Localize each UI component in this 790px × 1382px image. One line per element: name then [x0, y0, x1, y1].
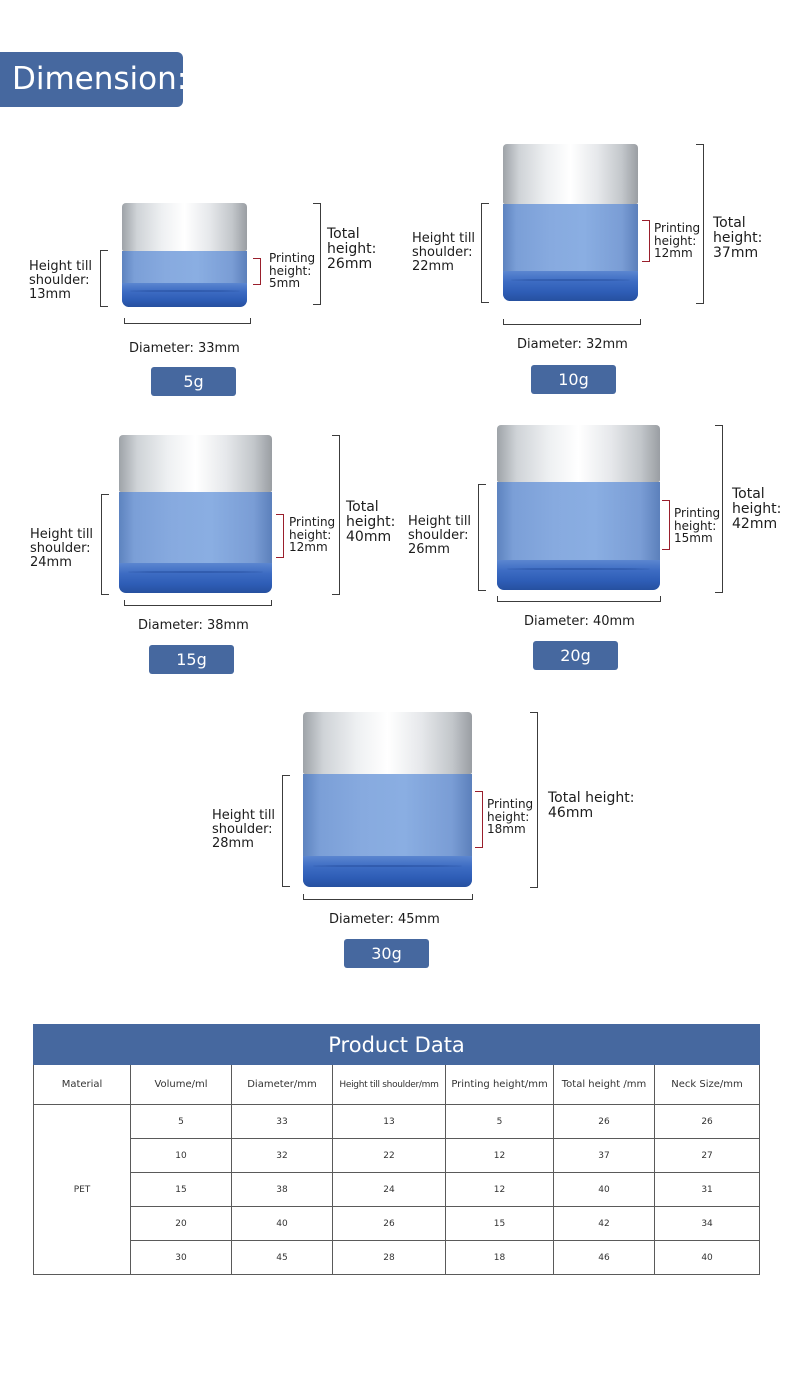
table-cell: 32 — [231, 1138, 333, 1173]
jar-30g-image — [303, 712, 472, 887]
table-row: 20 40 26 15 42 34 — [34, 1206, 761, 1241]
printing-bracket — [475, 791, 483, 848]
table-header-row: Material Volume/ml Diameter/mm Height ti… — [33, 1064, 761, 1105]
section-title: Dimension: — [0, 52, 187, 107]
jar-5g-image — [122, 203, 247, 307]
shoulder-bracket — [282, 775, 290, 887]
diameter-label: Diameter: 40mm — [524, 614, 635, 629]
weight-badge: 30g — [344, 939, 429, 968]
table-cell: 31 — [653, 1172, 761, 1207]
table-cell: 46 — [553, 1240, 655, 1275]
table-cell: 26 — [553, 1104, 655, 1139]
shoulder-label: Height till shoulder: 24mm — [30, 527, 94, 570]
shoulder-bracket — [478, 484, 486, 591]
table-cell: 18 — [445, 1240, 554, 1275]
shoulder-label: Height till shoulder: 26mm — [408, 514, 472, 557]
shoulder-label: Height till shoulder: 28mm — [212, 808, 276, 851]
table-cell: 15 — [445, 1206, 554, 1241]
table-cell: 28 — [332, 1240, 446, 1275]
table-cell: 34 — [653, 1206, 761, 1241]
printing-label: Printing height: 18mm — [487, 797, 534, 836]
table-cell: 38 — [231, 1172, 333, 1207]
total-bracket — [313, 203, 321, 305]
table-cell: 22 — [332, 1138, 446, 1173]
table-cell: 40 — [231, 1206, 333, 1241]
jar-15g-image — [119, 435, 272, 593]
table-cell: 5 — [445, 1104, 554, 1139]
shoulder-bracket — [101, 494, 109, 595]
table-cell: 24 — [332, 1172, 446, 1207]
table-cell: 42 — [553, 1206, 655, 1241]
table-cell: 45 — [231, 1240, 333, 1275]
total-bracket — [530, 712, 538, 888]
table-cell: 10 — [130, 1138, 232, 1173]
table-cell: 40 — [553, 1172, 655, 1207]
total-label: Total height: 37mm — [713, 215, 763, 261]
product-data-table: Product Data Material Volume/ml Diameter… — [32, 1024, 761, 1275]
weight-badge: 20g — [533, 641, 618, 670]
diameter-bracket — [303, 894, 473, 900]
printing-bracket — [662, 500, 670, 550]
weight-badge: 15g — [149, 645, 234, 674]
table-row: 15 38 24 12 40 31 — [34, 1172, 761, 1207]
printing-label: Printing height: 12mm — [654, 221, 701, 260]
shoulder-label: Height till shoulder: 13mm — [29, 259, 93, 302]
table-cell: 13 — [332, 1104, 446, 1139]
total-label: Total height: 42mm — [732, 486, 782, 532]
column-header: Height till shoulder/mm — [332, 1064, 446, 1105]
weight-badge: 10g — [531, 365, 616, 394]
table-cell: 5 — [130, 1104, 232, 1139]
table-cell: 12 — [445, 1138, 554, 1173]
total-label: Total height: 46mm — [548, 790, 635, 821]
diameter-bracket — [124, 318, 251, 324]
column-header: Diameter/mm — [231, 1064, 333, 1105]
shoulder-bracket — [481, 203, 489, 303]
table-cell: 20 — [130, 1206, 232, 1241]
diameter-label: Diameter: 33mm — [129, 341, 240, 356]
printing-label: Printing height: 12mm — [289, 515, 336, 554]
diameter-bracket — [497, 596, 661, 602]
table-cell: 26 — [653, 1104, 761, 1139]
printing-bracket — [253, 258, 261, 285]
jar-10g-image — [503, 144, 638, 301]
diameter-label: Diameter: 32mm — [517, 337, 628, 352]
total-bracket — [715, 425, 723, 593]
weight-badge: 5g — [151, 367, 236, 396]
printing-label: Printing height: 5mm — [269, 251, 316, 290]
column-header: Material — [33, 1064, 131, 1105]
table-title: Product Data — [32, 1024, 761, 1065]
shoulder-bracket — [100, 250, 108, 307]
diameter-bracket — [124, 600, 272, 606]
diameter-bracket — [503, 319, 641, 325]
table-row: 10 32 22 12 37 27 — [34, 1138, 761, 1173]
table-cell: 15 — [130, 1172, 232, 1207]
jar-20g-image — [497, 425, 660, 590]
total-bracket — [332, 435, 340, 595]
table-row: PET 5 33 13 5 26 26 — [33, 1104, 761, 1275]
diameter-label: Diameter: 45mm — [329, 912, 440, 927]
table-cell: 40 — [653, 1240, 761, 1275]
total-label: Total height: 40mm — [346, 499, 396, 545]
table-cell: 12 — [445, 1172, 554, 1207]
table-cell: 37 — [553, 1138, 655, 1173]
column-header: Printing height/mm — [445, 1064, 554, 1105]
table-cell: 30 — [130, 1240, 232, 1275]
column-header: Neck Size/mm — [653, 1064, 761, 1105]
diameter-label: Diameter: 38mm — [138, 618, 249, 633]
column-header: Total height /mm — [553, 1064, 655, 1105]
material-cell: PET — [33, 1104, 131, 1275]
total-label: Total height: 26mm — [327, 226, 377, 272]
shoulder-label: Height till shoulder: 22mm — [412, 231, 476, 274]
printing-bracket — [276, 514, 284, 558]
table-cell: 26 — [332, 1206, 446, 1241]
table-cell: 33 — [231, 1104, 333, 1139]
total-bracket — [696, 144, 704, 304]
column-header: Volume/ml — [130, 1064, 232, 1105]
table-row: 30 45 28 18 46 40 — [34, 1240, 761, 1275]
printing-label: Printing height: 15mm — [674, 506, 721, 545]
printing-bracket — [642, 220, 650, 262]
table-cell: 27 — [653, 1138, 761, 1173]
